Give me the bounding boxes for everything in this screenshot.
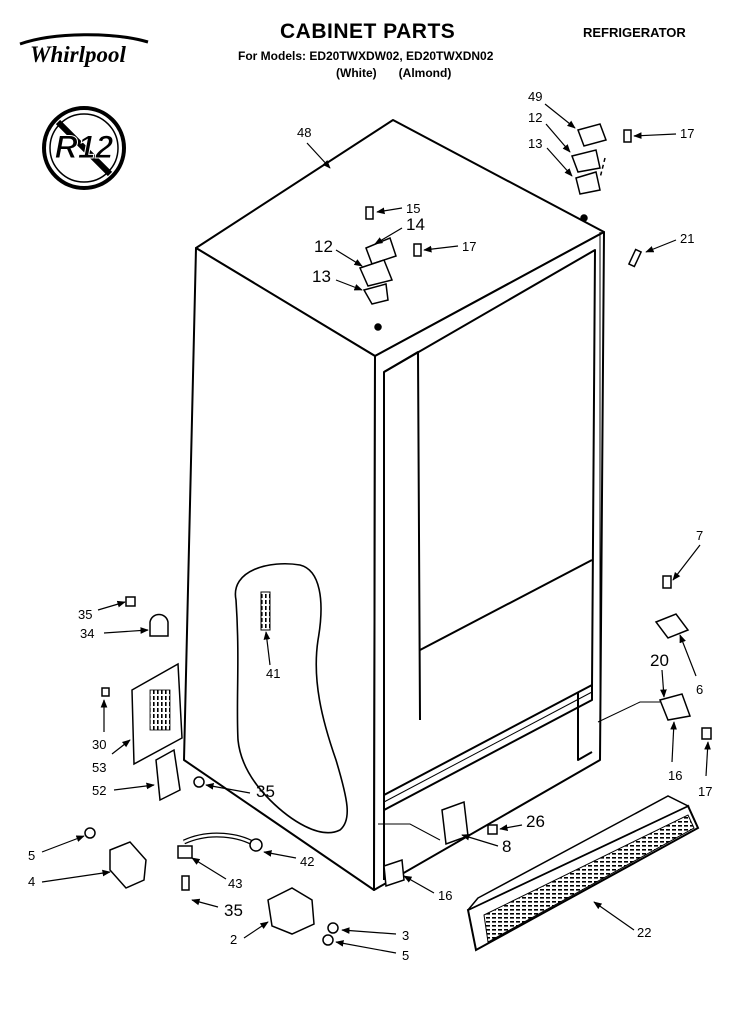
callout-13a: 13 [528, 136, 542, 151]
callout-16b: 16 [438, 888, 452, 903]
callout-17a: 17 [680, 126, 694, 141]
callout-35b: 35 [256, 782, 275, 801]
callout-13b: 13 [312, 267, 331, 286]
callout-6: 6 [696, 682, 703, 697]
drain-tube-part [260, 591, 271, 631]
upper-hinge-right [571, 123, 643, 268]
callout-53: 53 [92, 760, 106, 775]
callout-3: 3 [402, 928, 409, 943]
callout-4: 4 [28, 874, 35, 889]
callout-5a: 5 [28, 848, 35, 863]
left-side-parts [84, 596, 339, 946]
callout-35a: 35 [78, 607, 92, 622]
r12-text: R12 [55, 129, 114, 165]
callout-43: 43 [228, 876, 242, 891]
cabinet [183, 119, 605, 891]
lower-hinge-parts [597, 575, 712, 740]
callout-30: 30 [92, 737, 106, 752]
callout-8: 8 [502, 837, 511, 856]
callout-34: 34 [80, 626, 94, 641]
model-colors: (White) (Almond) [336, 66, 473, 80]
leader-lines [41, 103, 711, 954]
toe-grille [466, 795, 700, 952]
upper-hinge-left [358, 206, 422, 331]
side-cutaway [234, 562, 349, 834]
callout-42: 42 [300, 854, 314, 869]
callout-22: 22 [637, 925, 651, 940]
callout-26: 26 [526, 812, 545, 831]
callout-20: 20 [650, 651, 669, 670]
callout-14: 14 [406, 215, 425, 234]
callout-35c: 35 [224, 901, 243, 920]
callout-12a: 12 [528, 110, 542, 125]
callout-49: 49 [528, 89, 542, 104]
logo-swoosh-icon [19, 33, 149, 46]
r12-badge: R12 [42, 106, 126, 190]
callout-15: 15 [406, 201, 420, 216]
color-white-label: (White) [336, 66, 377, 80]
callout-48: 48 [297, 125, 311, 140]
callout-41: 41 [266, 666, 280, 681]
prohibited-icon [42, 106, 126, 190]
callout-52: 52 [92, 783, 106, 798]
models-line: For Models: ED20TWXDW02, ED20TWXDN02 [238, 49, 494, 63]
logo-wordmark: Whirlpool [30, 42, 126, 67]
page-title: CABINET PARTS [280, 20, 456, 43]
callout-7: 7 [696, 528, 703, 543]
callout-21: 21 [680, 231, 694, 246]
callout-2: 2 [230, 932, 237, 947]
whirlpool-logo: Whirlpool [14, 30, 154, 74]
callout-12b: 12 [314, 237, 333, 256]
callout-17b: 17 [462, 239, 476, 254]
appliance-category: REFRIGERATOR [583, 25, 686, 40]
callout-16a: 16 [668, 768, 682, 783]
color-almond-label: (Almond) [398, 66, 452, 80]
callout-5b: 5 [402, 948, 409, 963]
callout-17c: 17 [698, 784, 712, 799]
